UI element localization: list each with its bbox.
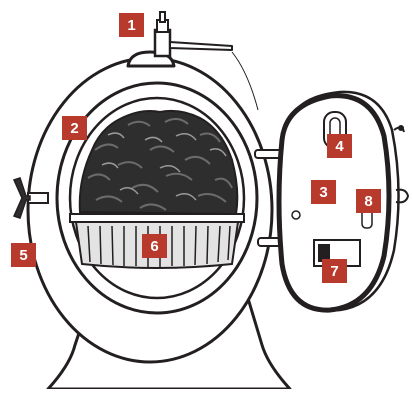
callout-3: 3 — [311, 180, 336, 204]
callout-4: 4 — [327, 134, 352, 158]
callout-5: 5 — [11, 243, 36, 267]
callout-8: 8 — [356, 189, 381, 213]
callout-6: 6 — [142, 234, 167, 258]
callout-7: 7 — [322, 259, 347, 283]
callout-2: 2 — [62, 116, 87, 140]
top-vent — [155, 12, 232, 56]
callout-1: 1 — [119, 13, 144, 37]
